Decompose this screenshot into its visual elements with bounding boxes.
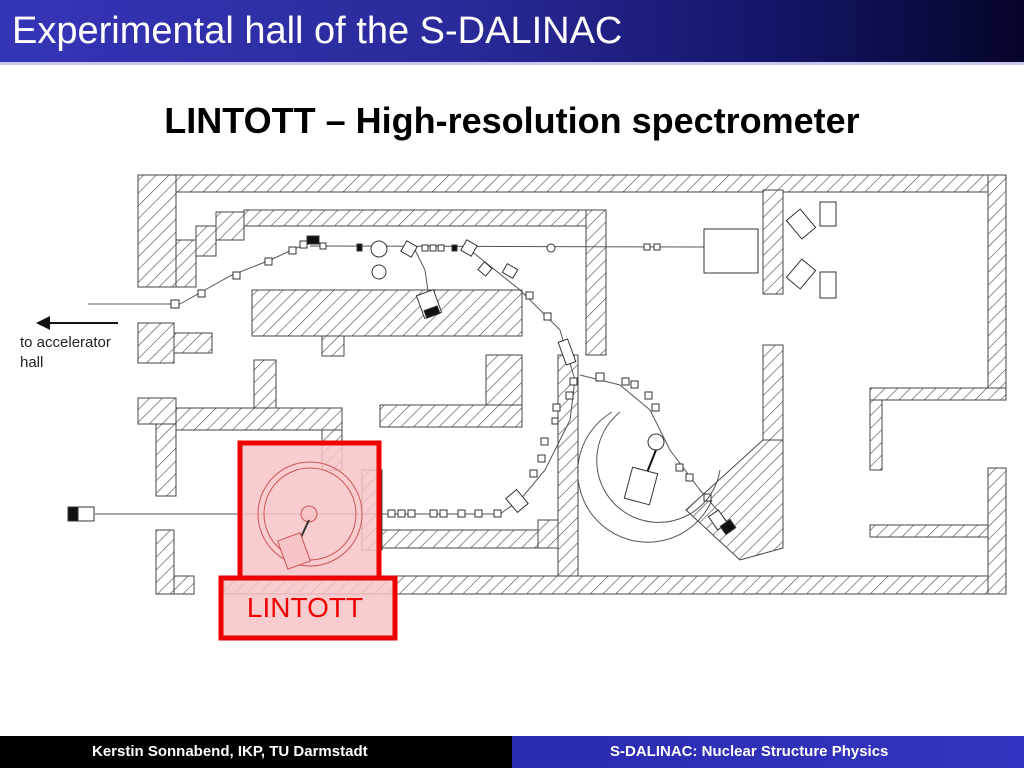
footer-author: Kerstin Sonnabend, IKP, TU Darmstadt <box>92 743 368 760</box>
diagram-subtitle: LINTOTT – High-resolution spectrometer <box>164 100 860 141</box>
slide-title: Experimental hall of the S-DALINAC <box>12 10 623 52</box>
hall-walls <box>137 174 1007 595</box>
accelerator-hall-arrow <box>36 316 118 330</box>
footer-author-bar: Kerstin Sonnabend, IKP, TU Darmstadt <box>0 736 512 768</box>
slide-header: Experimental hall of the S-DALINAC <box>0 0 1024 65</box>
footer-topic: S-DALINAC: Nuclear Structure Physics <box>610 743 889 760</box>
beamline-components <box>67 201 837 543</box>
lintott-highlight <box>218 440 398 641</box>
footer-topic-bar: S-DALINAC: Nuclear Structure Physics <box>512 736 1024 768</box>
arrow-label-line1: to accelerator <box>20 334 111 351</box>
lintott-label: LINTOTT <box>247 592 363 623</box>
arrow-label-line2: hall <box>20 354 43 371</box>
